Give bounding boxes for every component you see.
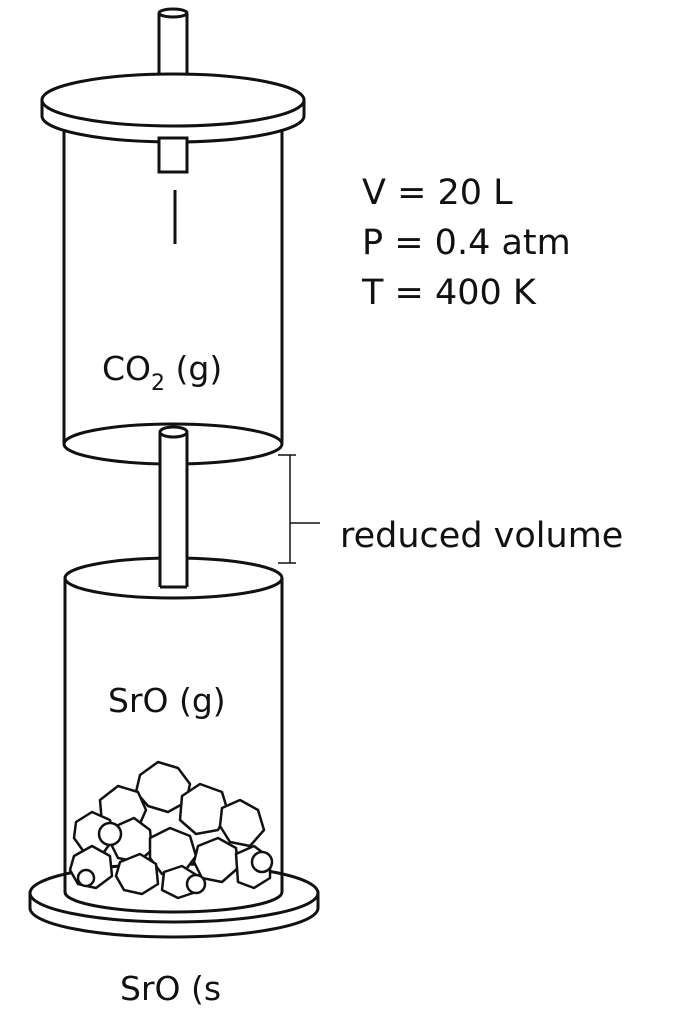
- pressure-condition: P = 0.4 atm: [362, 223, 571, 263]
- temperature-condition: T = 400 K: [361, 273, 537, 313]
- upper-piston-rod-cap: [157, 7, 189, 19]
- sro-solid-label: SrO (s: [120, 969, 221, 1008]
- reduced-volume-bracket: [278, 454, 320, 564]
- lower-cylinder-bottom: [63, 891, 284, 914]
- upper-piston-stub: [157, 136, 189, 174]
- sro-gas-label: SrO (g): [108, 681, 226, 720]
- sro-solid-pile: [68, 760, 274, 900]
- volume-condition: V = 20 L: [362, 173, 513, 213]
- upper-piston-lid: [40, 72, 306, 144]
- connecting-rod-cap: [158, 425, 189, 439]
- co2-gas-label: CO2 (g): [102, 349, 222, 396]
- reduced-volume-label: reduced volume: [340, 516, 623, 556]
